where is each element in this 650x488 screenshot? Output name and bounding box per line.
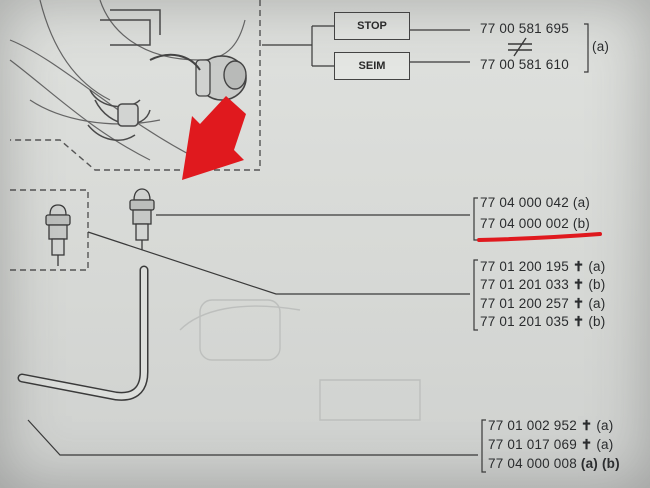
part-number: 77 01 017 069 — [488, 437, 577, 452]
lamp-sketch — [9, 0, 246, 161]
ghost-sketch — [179, 299, 421, 421]
part-row: 77 01 200 257 ✝ (a) — [480, 296, 605, 312]
part-suffix: (a) — [588, 259, 606, 274]
part-suffix: (a) — [596, 437, 614, 452]
part-number: 77 00 581 610 — [480, 57, 569, 72]
part-suffix: (a) (b) — [580, 456, 620, 471]
part-number: 77 00 581 695 — [480, 21, 569, 36]
part-row: 77 04 000 002 (b) — [480, 216, 590, 231]
wiring-harness — [87, 9, 161, 141]
part-row: 77 01 201 033 ✝ (b) — [480, 277, 605, 293]
part-suffix: (a) — [588, 296, 606, 311]
highlight-underline — [477, 232, 602, 242]
part-number: 77 01 002 952 — [488, 418, 577, 433]
part-suffix: (b) — [588, 277, 606, 292]
bulb-right — [129, 188, 155, 250]
part-row: 77 04 000 042 (a) — [480, 195, 590, 210]
part-row: 77 01 002 952 ✝ (a) — [488, 418, 613, 434]
part-suffix: (b) — [588, 314, 606, 329]
seim-switch-box: SEIM — [334, 52, 410, 80]
dagger-icon: ✝ — [572, 296, 585, 311]
dagger-icon: ✝ — [572, 277, 585, 292]
dagger-icon: ✝ — [580, 437, 593, 452]
part-suffix: (a) — [596, 418, 614, 433]
leader-lines — [27, 23, 589, 473]
dashed-outline — [10, 0, 261, 271]
seim-label: SEIM — [358, 60, 386, 72]
not-equal-icon — [508, 37, 532, 57]
bulb-left — [45, 204, 71, 266]
part-number: 77 04 000 042 — [480, 195, 569, 210]
bulb-socket — [149, 53, 247, 101]
stop-label: STOP — [357, 20, 387, 32]
red-arrow-icon — [182, 96, 246, 180]
dagger-icon: ✝ — [572, 259, 585, 274]
part-suffix: (b) — [572, 216, 590, 231]
dagger-icon: ✝ — [580, 418, 593, 433]
dagger-icon: ✝ — [572, 314, 585, 329]
rubber-tube — [17, 265, 149, 401]
part-number: 77 01 200 195 — [480, 259, 569, 274]
part-row: 77 01 200 195 ✝ (a) — [480, 259, 605, 275]
part-number: 77 04 000 008 — [488, 456, 577, 471]
part-number: 77 04 000 002 — [480, 216, 569, 231]
part-row: 77 01 017 069 ✝ (a) — [488, 437, 613, 453]
part-number: 77 01 200 257 — [480, 296, 569, 311]
part-suffix: (a) — [592, 39, 610, 54]
part-row: 77 01 201 035 ✝ (b) — [480, 314, 605, 330]
part-suffix: (a) — [572, 195, 590, 210]
part-number: 77 01 201 035 — [480, 314, 569, 329]
part-row: 77 04 000 008 (a) (b) — [488, 456, 620, 471]
part-number: 77 01 201 033 — [480, 277, 569, 292]
stop-switch-box: STOP — [334, 12, 410, 40]
